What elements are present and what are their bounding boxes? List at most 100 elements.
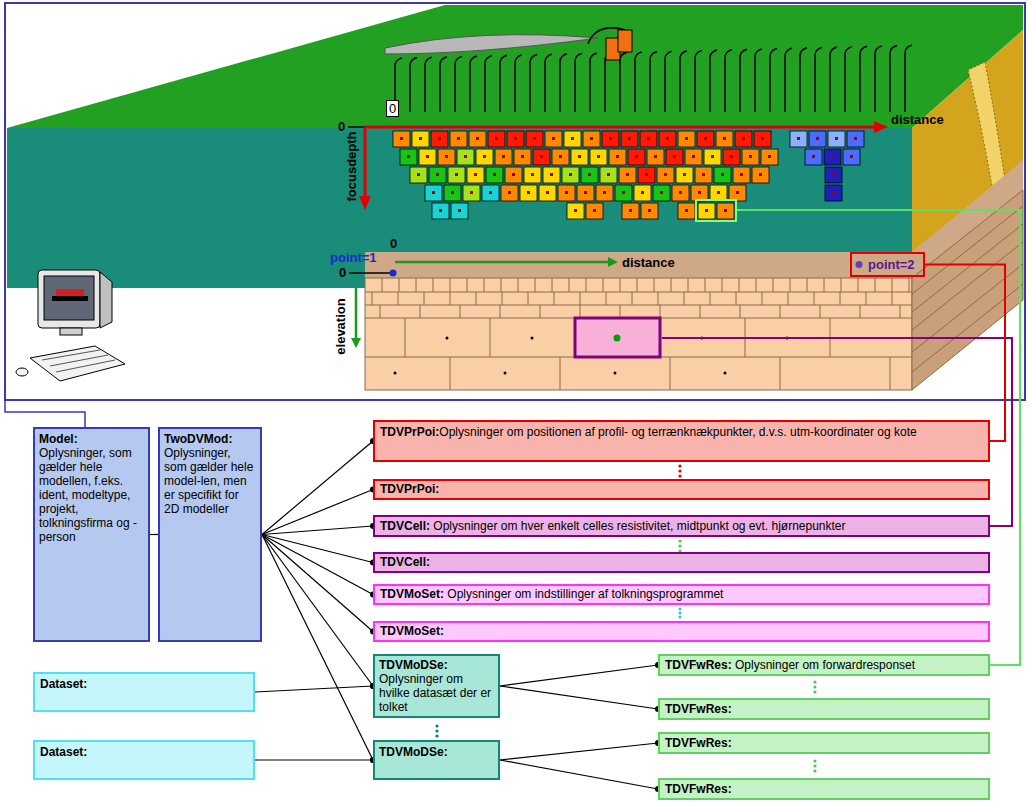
grid-line <box>684 292 685 305</box>
model-cell <box>577 185 594 201</box>
model-cell <box>467 167 484 183</box>
grid-line <box>756 278 757 292</box>
electrode <box>455 56 462 112</box>
illustration-line <box>912 224 1023 312</box>
cell-midpoint <box>540 155 543 158</box>
cell-midpoint <box>761 137 764 140</box>
model-cell <box>583 131 600 147</box>
cell-midpoint <box>797 137 800 140</box>
grid-line <box>671 278 672 292</box>
model-cell <box>393 131 410 147</box>
grid-line <box>405 318 406 357</box>
illustration-rect <box>52 296 88 301</box>
model-cell <box>704 149 721 165</box>
model-cell <box>562 167 579 183</box>
cell-midpoint <box>483 155 486 158</box>
cell-midpoint <box>666 137 669 140</box>
model-cell <box>495 149 512 165</box>
cell-midpoint <box>504 372 507 375</box>
node-text: TDVPrPoi:Oplysninger om positionen af pr… <box>380 425 983 439</box>
cell-midpoint <box>597 155 600 158</box>
model-cell <box>564 131 581 147</box>
node-text: TDVFwRes: <box>665 736 983 750</box>
cell-midpoint <box>660 191 663 194</box>
model-cell <box>545 131 562 147</box>
illustration-circle <box>435 724 438 727</box>
illustration-circle <box>678 474 681 477</box>
grid-line <box>580 292 581 305</box>
cell-midpoint <box>730 155 733 158</box>
model-cell <box>444 185 461 201</box>
cell-midpoint <box>445 155 448 158</box>
cell-midpoint <box>470 191 473 194</box>
table-box: TDVMoSet: Oplysninger om indstillinger a… <box>373 584 990 605</box>
axis-head <box>359 196 371 210</box>
grid-line <box>535 278 536 292</box>
model-cell <box>761 149 778 165</box>
cell-midpoint <box>736 191 739 194</box>
axis-label: 0 <box>390 236 397 251</box>
cell-midpoint <box>832 173 835 176</box>
cell-midpoint <box>565 191 568 194</box>
cell-midpoint <box>685 137 688 140</box>
illustration-panel <box>5 3 1025 400</box>
model-cell <box>567 203 584 219</box>
cell-midpoint <box>724 209 727 212</box>
grid-line <box>780 305 781 318</box>
grid-line <box>490 318 491 357</box>
model-cell <box>419 149 436 165</box>
axis-label: distance <box>622 255 675 270</box>
grid-line <box>670 357 671 390</box>
model-cell <box>729 185 746 201</box>
table-box: TDVFwRes: <box>658 732 990 754</box>
cell-midpoint <box>635 155 638 158</box>
model-cell <box>691 185 708 201</box>
bold-heading: TDVMoSet: <box>380 624 444 638</box>
model-cell <box>488 131 505 147</box>
grid-line <box>773 278 774 292</box>
grid-line <box>900 305 901 318</box>
model-cell <box>552 149 569 165</box>
grid-line <box>552 278 553 292</box>
bold-heading: TDVMoDSe: <box>379 745 448 759</box>
grid-line <box>858 278 859 292</box>
model-cell <box>754 131 771 147</box>
cell-midpoint <box>705 209 708 212</box>
cell-midpoint <box>417 173 420 176</box>
cell-midpoint <box>521 155 524 158</box>
model-cell <box>847 131 864 147</box>
grid-line <box>500 305 501 318</box>
node-text: TDVMoSet: Oplysninger om indstillinger a… <box>380 587 983 601</box>
model-cell <box>486 167 503 183</box>
axis-label: distance <box>891 112 944 127</box>
illustration-circle <box>678 607 681 610</box>
connector <box>500 665 658 686</box>
model-cell <box>429 167 446 183</box>
grid-line <box>788 292 789 305</box>
grid-line <box>603 278 604 292</box>
grid-line <box>560 357 561 390</box>
grid-line <box>416 278 417 292</box>
illustration-rect <box>56 289 84 296</box>
cell-midpoint <box>493 173 496 176</box>
model-cell <box>622 203 639 219</box>
illustration-line <box>50 355 108 366</box>
instrument-box <box>618 30 632 52</box>
axis-head <box>874 121 888 133</box>
grid-line <box>528 292 529 305</box>
illustration-line <box>912 242 1023 330</box>
cell-midpoint <box>438 137 441 140</box>
cell-midpoint <box>607 173 610 176</box>
cell-midpoint <box>458 209 461 212</box>
table-box: TDVFwRes: Oplysninger om forwardresponse… <box>658 654 990 676</box>
cell-midpoint <box>740 173 743 176</box>
model-cell <box>695 167 712 183</box>
model-cell <box>533 149 550 165</box>
cell-midpoint <box>533 137 536 140</box>
model-cell <box>543 167 560 183</box>
model-cell <box>571 149 588 165</box>
cell-midpoint <box>400 137 403 140</box>
model-cell <box>697 131 714 147</box>
connector <box>262 535 373 687</box>
model-cell <box>678 203 695 219</box>
